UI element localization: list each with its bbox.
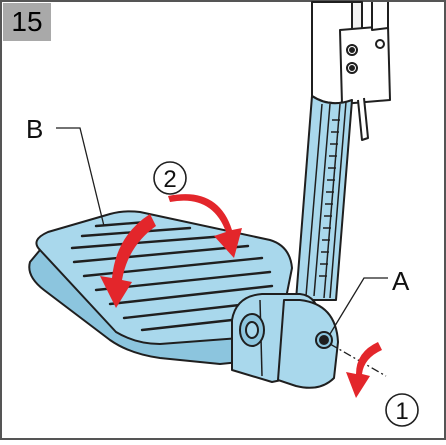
step-2-label: 2 — [163, 166, 176, 193]
hinge-block — [231, 293, 339, 389]
callout-leaders — [56, 127, 388, 335]
step-1-marker: 1 — [385, 393, 419, 427]
label-b: B — [26, 114, 43, 144]
locking-screw — [315, 331, 333, 349]
fold-arrow-front — [100, 214, 156, 308]
adjustment-notches — [319, 119, 340, 277]
step-1-label: 1 — [395, 398, 408, 425]
step-number-badge: 15 — [3, 3, 51, 41]
footrest-tube — [295, 95, 353, 301]
label-a: A — [392, 266, 410, 296]
step-2-marker: 2 — [153, 161, 187, 195]
footplate-grooves — [70, 220, 274, 332]
screw-axis-line — [329, 343, 387, 377]
unscrew-arrow — [346, 342, 382, 398]
hanger-bracket — [311, 1, 391, 141]
fold-arrow-back — [168, 194, 242, 258]
